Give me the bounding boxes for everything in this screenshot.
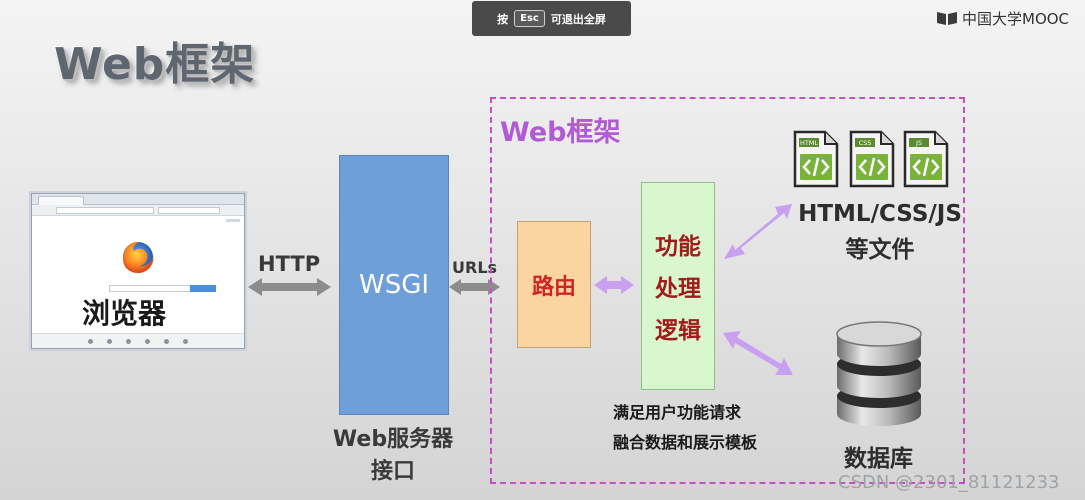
browser-footer-icons bbox=[32, 333, 244, 348]
browser-corner-mark bbox=[226, 219, 240, 222]
urls-arrow bbox=[449, 279, 500, 295]
html-file-icon: HTML bbox=[793, 130, 839, 188]
router-logic-arrow bbox=[594, 276, 634, 294]
watermark: CSDN @2301_81121233 bbox=[838, 472, 1060, 493]
hint-exit-text: 可退出全屏 bbox=[550, 12, 606, 26]
sync-icon bbox=[164, 338, 169, 344]
files-caption-line2: 等文件 bbox=[845, 237, 915, 263]
http-label: HTTP bbox=[258, 252, 321, 276]
logic-line3: 逻辑 bbox=[655, 318, 701, 344]
js-file-tag: JS bbox=[915, 139, 922, 147]
css-file-tag: CSS bbox=[859, 139, 872, 147]
wsgi-caption: Web服务器 接口 bbox=[318, 424, 468, 488]
js-file-icon: JS bbox=[903, 130, 949, 188]
css-file-icon: CSS bbox=[849, 130, 895, 188]
html-file-tag: HTML bbox=[800, 139, 818, 147]
history-icon bbox=[126, 338, 131, 344]
browser-toolbar bbox=[32, 205, 244, 216]
browser-label: 浏览器 bbox=[82, 297, 167, 330]
http-arrow bbox=[248, 278, 331, 296]
database-caption: 数据库 bbox=[844, 446, 913, 472]
logic-caption: 满足用户功能请求 融合数据和展示模板 bbox=[613, 398, 757, 458]
bookmark-icon bbox=[107, 338, 112, 344]
book-icon bbox=[937, 12, 957, 25]
web-framework-title: Web框架 bbox=[500, 117, 621, 148]
download-icon bbox=[88, 338, 93, 344]
browser-search-button bbox=[190, 285, 216, 292]
urls-label: URLs bbox=[452, 258, 498, 277]
wsgi-label: WSGI bbox=[358, 270, 430, 300]
logic-box: 功能 处理 逻辑 bbox=[641, 182, 715, 390]
logic-line1: 功能 bbox=[655, 234, 701, 260]
addons-icon bbox=[145, 338, 150, 344]
brand-logo: 中国大学MOOC bbox=[936, 8, 1069, 28]
logic-caption-line1: 满足用户功能请求 bbox=[613, 403, 742, 422]
logic-database-arrow bbox=[723, 331, 793, 375]
files-caption-line1: HTML/CSS/JS bbox=[798, 201, 962, 227]
hint-press: 按 bbox=[497, 12, 509, 26]
esc-key: Esc bbox=[514, 10, 545, 27]
router-box: 路由 bbox=[517, 221, 591, 348]
wsgi-box: WSGI bbox=[339, 155, 449, 415]
browser-window: 浏览器 bbox=[31, 193, 245, 349]
web-framework-frame bbox=[490, 97, 965, 484]
browser-search-box bbox=[158, 207, 220, 214]
browser-tab-bar bbox=[32, 194, 244, 205]
wsgi-caption-line2: 接口 bbox=[370, 459, 415, 484]
exit-fullscreen-hint: 按 Esc 可退出全屏 bbox=[472, 1, 631, 36]
wsgi-caption-line1: Web服务器 bbox=[332, 427, 454, 452]
router-label: 路由 bbox=[531, 274, 576, 300]
logic-line2: 处理 bbox=[655, 276, 701, 302]
files-caption: HTML/CSS/JS 等文件 bbox=[780, 196, 980, 268]
firefox-icon bbox=[123, 241, 154, 273]
brand-name: 中国大学MOOC bbox=[962, 9, 1070, 28]
browser-tab bbox=[38, 196, 84, 205]
slide-title: Web框架 bbox=[54, 39, 256, 90]
browser-address-bar bbox=[56, 207, 154, 214]
database-icon bbox=[836, 321, 922, 426]
settings-icon bbox=[183, 338, 188, 344]
logic-files-arrow bbox=[724, 204, 792, 259]
logic-caption-line2: 融合数据和展示模板 bbox=[613, 433, 758, 452]
